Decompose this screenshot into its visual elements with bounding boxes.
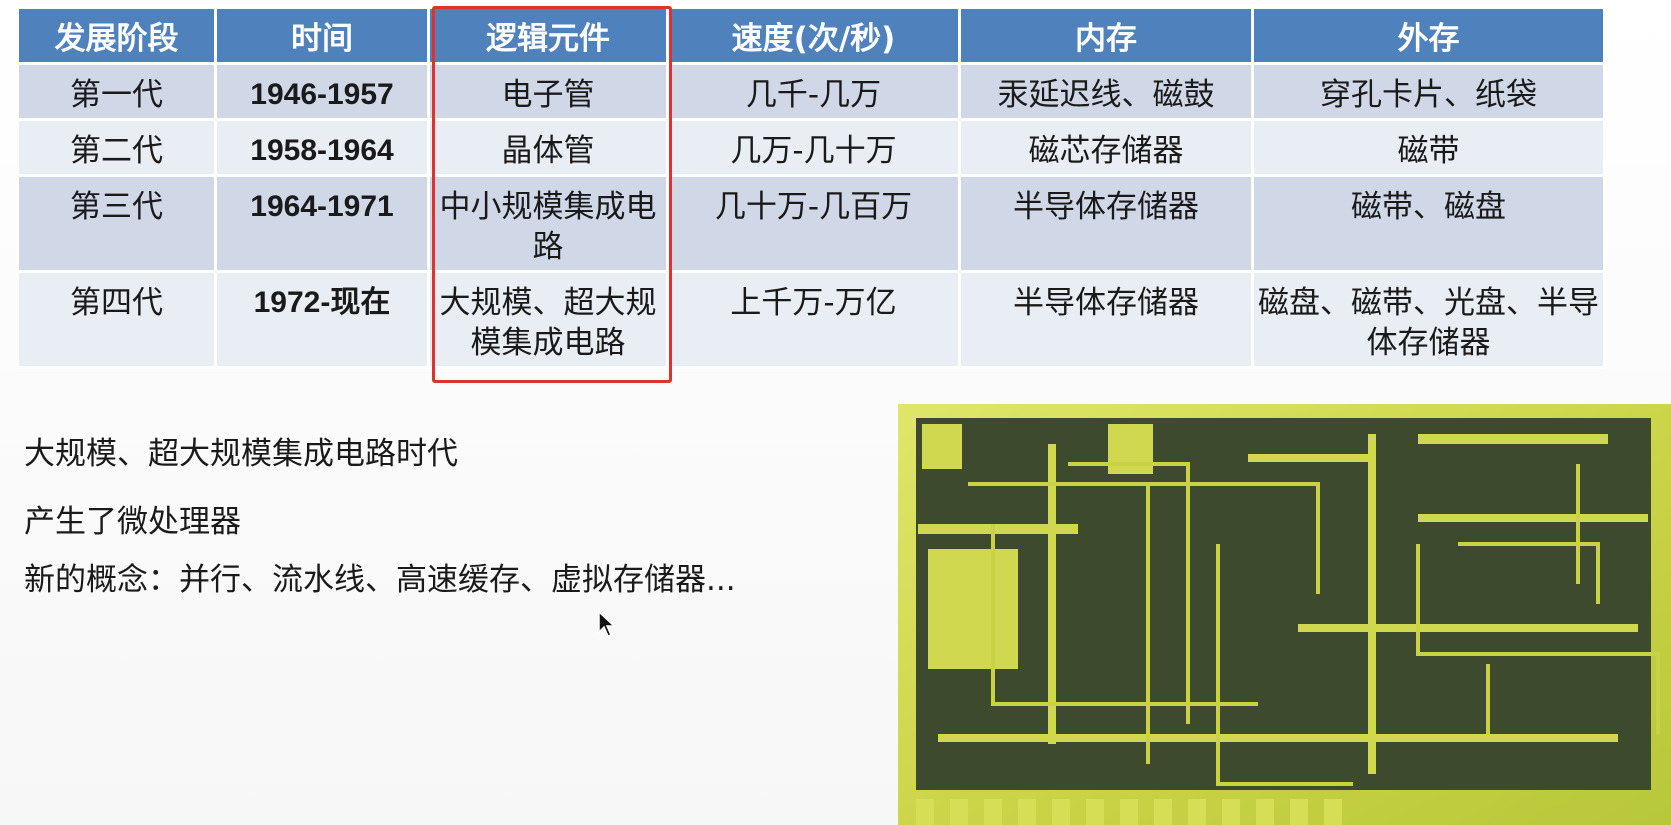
cell-storage: 磁带、磁盘 [1254, 177, 1603, 270]
header-speed: 速度(次/秒) [669, 9, 958, 62]
cell-speed: 几万-几十万 [669, 121, 958, 174]
cell-time: 1946-1957 [217, 65, 427, 118]
note-new-concepts: 新的概念：并行、流水线、高速缓存、虚拟存储器... [24, 562, 736, 598]
cell-memory: 半导体存储器 [961, 177, 1251, 270]
cell-speed: 上千万-万亿 [669, 273, 958, 366]
header-time: 时间 [217, 9, 427, 62]
cell-logic: 电子管 [430, 65, 666, 118]
header-logic: 逻辑元件 [430, 9, 666, 62]
header-stage: 发展阶段 [19, 9, 214, 62]
cell-stage: 第四代 [19, 273, 214, 366]
cell-stage: 第三代 [19, 177, 214, 270]
cell-logic: 晶体管 [430, 121, 666, 174]
header-memory: 内存 [961, 9, 1251, 62]
cell-time: 1958-1964 [217, 121, 427, 174]
header-storage: 外存 [1254, 9, 1603, 62]
cell-memory: 半导体存储器 [961, 273, 1251, 366]
cell-logic: 中小规模集成电路 [430, 177, 666, 270]
cell-stage: 第一代 [19, 65, 214, 118]
cell-time: 1972-现在 [217, 273, 427, 366]
table-header-row: 发展阶段 时间 逻辑元件 速度(次/秒) 内存 外存 [19, 9, 1603, 62]
cell-storage: 磁带 [1254, 121, 1603, 174]
cell-memory: 汞延迟线、磁鼓 [961, 65, 1251, 118]
table-row: 第二代 1958-1964 晶体管 几万-几十万 磁芯存储器 磁带 [19, 121, 1603, 174]
mouse-cursor-icon [598, 610, 616, 637]
cell-time: 1964-1971 [217, 177, 427, 270]
cell-stage: 第二代 [19, 121, 214, 174]
note-era: 大规模、超大规模集成电路时代 [24, 436, 458, 472]
microchip-die-photo [898, 404, 1671, 825]
table-row: 第四代 1972-现在 大规模、超大规模集成电路 上千万-万亿 半导体存储器 磁… [19, 273, 1603, 366]
generations-table-wrapper: 发展阶段 时间 逻辑元件 速度(次/秒) 内存 外存 第一代 1946-1957… [16, 6, 1606, 369]
cell-speed: 几千-几万 [669, 65, 958, 118]
table-row: 第三代 1964-1971 中小规模集成电路 几十万-几百万 半导体存储器 磁带… [19, 177, 1603, 270]
table-row: 第一代 1946-1957 电子管 几千-几万 汞延迟线、磁鼓 穿孔卡片、纸袋 [19, 65, 1603, 118]
computer-generations-table: 发展阶段 时间 逻辑元件 速度(次/秒) 内存 外存 第一代 1946-1957… [16, 6, 1606, 369]
cell-memory: 磁芯存储器 [961, 121, 1251, 174]
cell-storage: 穿孔卡片、纸袋 [1254, 65, 1603, 118]
note-microprocessor: 产生了微处理器 [24, 504, 241, 540]
chip-circuit-image [898, 404, 1671, 825]
cell-logic: 大规模、超大规模集成电路 [430, 273, 666, 366]
cell-storage: 磁盘、磁带、光盘、半导体存储器 [1254, 273, 1603, 366]
cell-speed: 几十万-几百万 [669, 177, 958, 270]
